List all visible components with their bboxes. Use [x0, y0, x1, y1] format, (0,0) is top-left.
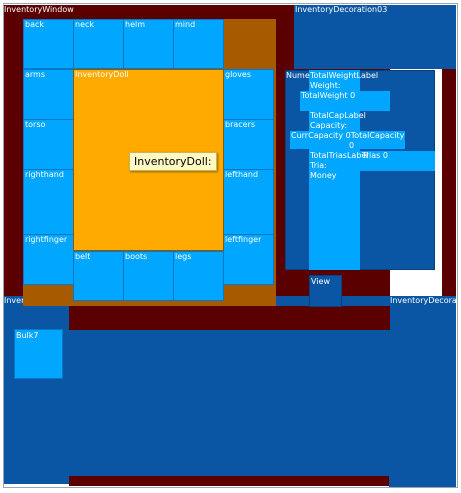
slot-lefthand[interactable]: lefthand [223, 169, 274, 235]
right-dark-strip [442, 69, 456, 299]
bulk-slot-label: Bulk7 [16, 331, 39, 340]
slot-leftfinger-label: leftfinger [225, 235, 262, 244]
slot-belt[interactable]: belt [73, 251, 124, 301]
slot-boots[interactable]: boots [123, 251, 174, 301]
slot-neck-label: neck [75, 20, 95, 29]
stats-numeric-label: Nume [286, 71, 310, 80]
curr-capacity-value: CurrCapacity 0TotalCapacity [291, 131, 405, 140]
slot-helm[interactable]: helm [123, 19, 174, 69]
slot-bracers[interactable]: bracers [223, 119, 274, 170]
inventory-decoration-right-title: InventoryDecora [390, 296, 456, 305]
view-button[interactable]: View [309, 275, 342, 307]
slot-torso[interactable]: torso [23, 119, 74, 170]
slot-belt-label: belt [75, 252, 91, 261]
slot-legs-label: legs [175, 252, 192, 261]
capacity-text: Capacity: [310, 121, 348, 130]
inventory-decoration-right [389, 296, 456, 488]
total-weight-value: TotalWeight 0 [301, 91, 356, 100]
money-text: Money [310, 171, 337, 180]
slot-lefthand-label: lefthand [225, 170, 259, 179]
slot-back-label: back [25, 20, 45, 29]
slot-gloves-label: gloves [225, 70, 252, 79]
total-cap-label: TotalCapLabel [310, 111, 366, 120]
trias-value: Trias 0 [362, 151, 388, 160]
total-weight-label: TotalWeightLabel [310, 71, 379, 80]
trias-value-box [359, 151, 435, 171]
view-button-label: View [311, 277, 330, 286]
slot-rightfinger-label: rightfinger [25, 235, 68, 244]
slot-righthand-label: righthand [25, 170, 64, 179]
total-trias-label: TotalTriasLabel [310, 151, 369, 160]
capacity-zero-value: 0 [349, 141, 355, 150]
trias-text: Tria: [310, 161, 327, 170]
inventory-doll-label: InventoryDoll [75, 70, 129, 79]
slot-mind[interactable]: mind [173, 19, 224, 69]
slot-gloves[interactable]: gloves [223, 69, 274, 120]
slot-mind-label: mind [175, 20, 196, 29]
inventory-doll-tooltip: InventoryDoll: [129, 152, 217, 171]
inventory-window-title: InventoryWindow [4, 5, 74, 14]
weight-text: Weight: [310, 81, 341, 90]
slot-helm-label: helm [125, 20, 146, 29]
inventory-decoration-left-title: Inver [4, 296, 25, 305]
inventory-decoration-top-title: InventoryDecoration03 [295, 5, 388, 14]
screenshot-frame [3, 3, 458, 488]
inventory-decoration-top [294, 5, 456, 69]
window-lower-band [69, 306, 390, 330]
slot-bracers-label: bracers [225, 120, 256, 129]
bulk-slot[interactable]: Bulk7 [14, 329, 63, 379]
bottom-dark-strip [69, 476, 390, 486]
slot-legs[interactable]: legs [173, 251, 224, 301]
slot-arms-label: arms [25, 70, 46, 79]
slot-neck[interactable]: neck [73, 19, 124, 69]
weight-value-box [300, 91, 390, 111]
slot-arms[interactable]: arms [23, 69, 74, 120]
capacity-value-box [290, 131, 405, 149]
slot-torso-label: torso [25, 120, 46, 129]
slot-boots-label: boots [125, 252, 148, 261]
slot-righthand[interactable]: righthand [23, 169, 74, 235]
